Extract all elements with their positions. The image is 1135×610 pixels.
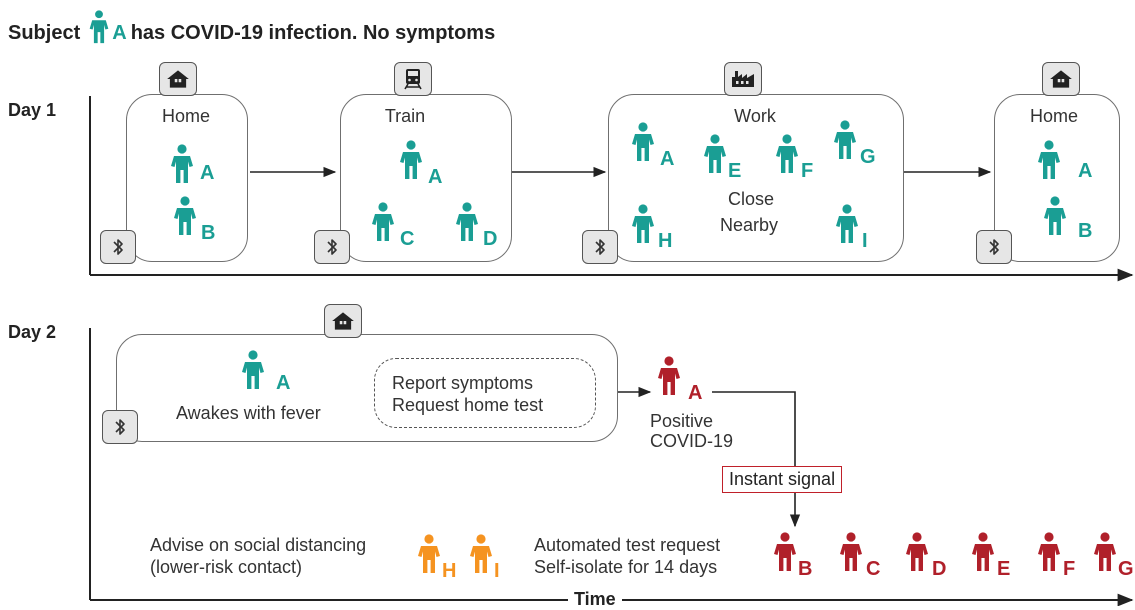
person-icon-g-high-risk bbox=[1090, 532, 1120, 572]
person-label-a: A bbox=[276, 372, 291, 394]
person-label-h: H bbox=[658, 230, 673, 252]
report-symptoms-text: Report symptoms bbox=[392, 373, 534, 393]
subject-letter: A bbox=[112, 22, 127, 44]
factory-icon bbox=[724, 62, 762, 96]
person-icon-d-high-risk bbox=[902, 532, 932, 572]
covid19-text: COVID-19 bbox=[650, 431, 734, 451]
person-icon-f bbox=[772, 134, 802, 174]
person-icon-a bbox=[396, 140, 426, 180]
person-icon-f-high-risk bbox=[1034, 532, 1064, 572]
person-label-g: G bbox=[860, 146, 876, 168]
location-name-train: Train bbox=[384, 106, 426, 126]
instant-signal-badge: Instant signal bbox=[722, 466, 843, 493]
person-icon-a bbox=[167, 144, 197, 184]
request-home-test-text: Request home test bbox=[392, 395, 544, 415]
title-suffix: has COVID-19 infection. No symptoms bbox=[130, 22, 496, 44]
person-icon-b bbox=[170, 196, 200, 236]
person-icon-d bbox=[452, 202, 482, 242]
bluetooth-icon bbox=[582, 230, 618, 264]
person-label-e: E bbox=[728, 160, 742, 182]
person-icon-h-low-risk bbox=[414, 534, 444, 574]
high-risk-label-f: F bbox=[1063, 558, 1076, 580]
location-name-work: Work bbox=[734, 106, 776, 126]
house-icon bbox=[1042, 62, 1080, 96]
person-icon-c bbox=[368, 202, 398, 242]
person-label-c: C bbox=[400, 228, 415, 250]
person-label-a: A bbox=[200, 162, 215, 184]
person-icon-a-positive bbox=[654, 356, 684, 396]
automated-test-text: Automated test request bbox=[534, 535, 721, 555]
day1-label: Day 1 bbox=[8, 100, 57, 120]
high-risk-label-e: E bbox=[997, 558, 1011, 580]
person-icon-a bbox=[238, 350, 268, 390]
lower-risk-contact-text: (lower-risk contact) bbox=[150, 557, 303, 577]
arrow-positive-to-contacts bbox=[712, 391, 801, 528]
train-icon bbox=[394, 62, 432, 96]
location-name-home-1: Home bbox=[161, 106, 210, 126]
bluetooth-icon bbox=[976, 230, 1012, 264]
high-risk-label-c: C bbox=[866, 558, 881, 580]
time-axis-label: Time bbox=[568, 589, 622, 610]
low-risk-label-i: I bbox=[494, 560, 500, 582]
close-contact-label: Close bbox=[728, 189, 775, 209]
person-label-b: B bbox=[201, 222, 216, 244]
advise-distancing-text: Advise on social distancing bbox=[150, 535, 367, 555]
person-icon-i-low-risk bbox=[466, 534, 496, 574]
report-symptoms-box bbox=[374, 358, 596, 428]
high-risk-label-b: B bbox=[798, 558, 813, 580]
self-isolate-text: Self-isolate for 14 days bbox=[534, 557, 718, 577]
person-label-d: D bbox=[483, 228, 498, 250]
bluetooth-icon bbox=[100, 230, 136, 264]
location-box-work bbox=[608, 94, 904, 262]
day2-label: Day 2 bbox=[8, 322, 57, 342]
location-box-train bbox=[340, 94, 512, 262]
awake-with-fever-text: Awakes with fever bbox=[176, 403, 321, 423]
nearby-contact-label: Nearby bbox=[720, 215, 779, 235]
house-icon bbox=[324, 304, 362, 338]
positive-person-label: A bbox=[688, 382, 703, 404]
person-icon-e bbox=[700, 134, 730, 174]
diagram-title: Subject A has COVID-19 infection. No sym… bbox=[8, 22, 495, 45]
person-label-a: A bbox=[428, 166, 443, 188]
person-icon-a bbox=[628, 122, 658, 162]
high-risk-label-d: D bbox=[932, 558, 947, 580]
positive-text: Positive bbox=[650, 411, 714, 431]
high-risk-label-g: G bbox=[1118, 558, 1134, 580]
person-icon-i bbox=[832, 204, 862, 244]
person-icon-g bbox=[830, 120, 860, 160]
person-icon-e-high-risk bbox=[968, 532, 998, 572]
person-icon-b-high-risk bbox=[770, 532, 800, 572]
bluetooth-icon bbox=[314, 230, 350, 264]
person-icon-b bbox=[1040, 196, 1070, 236]
person-label-i: I bbox=[862, 230, 868, 252]
location-name-home-2: Home bbox=[1029, 106, 1078, 126]
person-label-a: A bbox=[660, 148, 675, 170]
title-prefix: Subject bbox=[8, 22, 81, 44]
person-label-b: B bbox=[1078, 220, 1093, 242]
person-icon-c-high-risk bbox=[836, 532, 866, 572]
low-risk-label-h: H bbox=[442, 560, 457, 582]
location-box-home-day2 bbox=[116, 334, 618, 442]
bluetooth-icon bbox=[102, 410, 138, 444]
person-icon-h bbox=[628, 204, 658, 244]
person-icon-a bbox=[1034, 140, 1064, 180]
person-label-f: F bbox=[801, 160, 814, 182]
house-icon bbox=[159, 62, 197, 96]
person-label-a: A bbox=[1078, 160, 1093, 182]
